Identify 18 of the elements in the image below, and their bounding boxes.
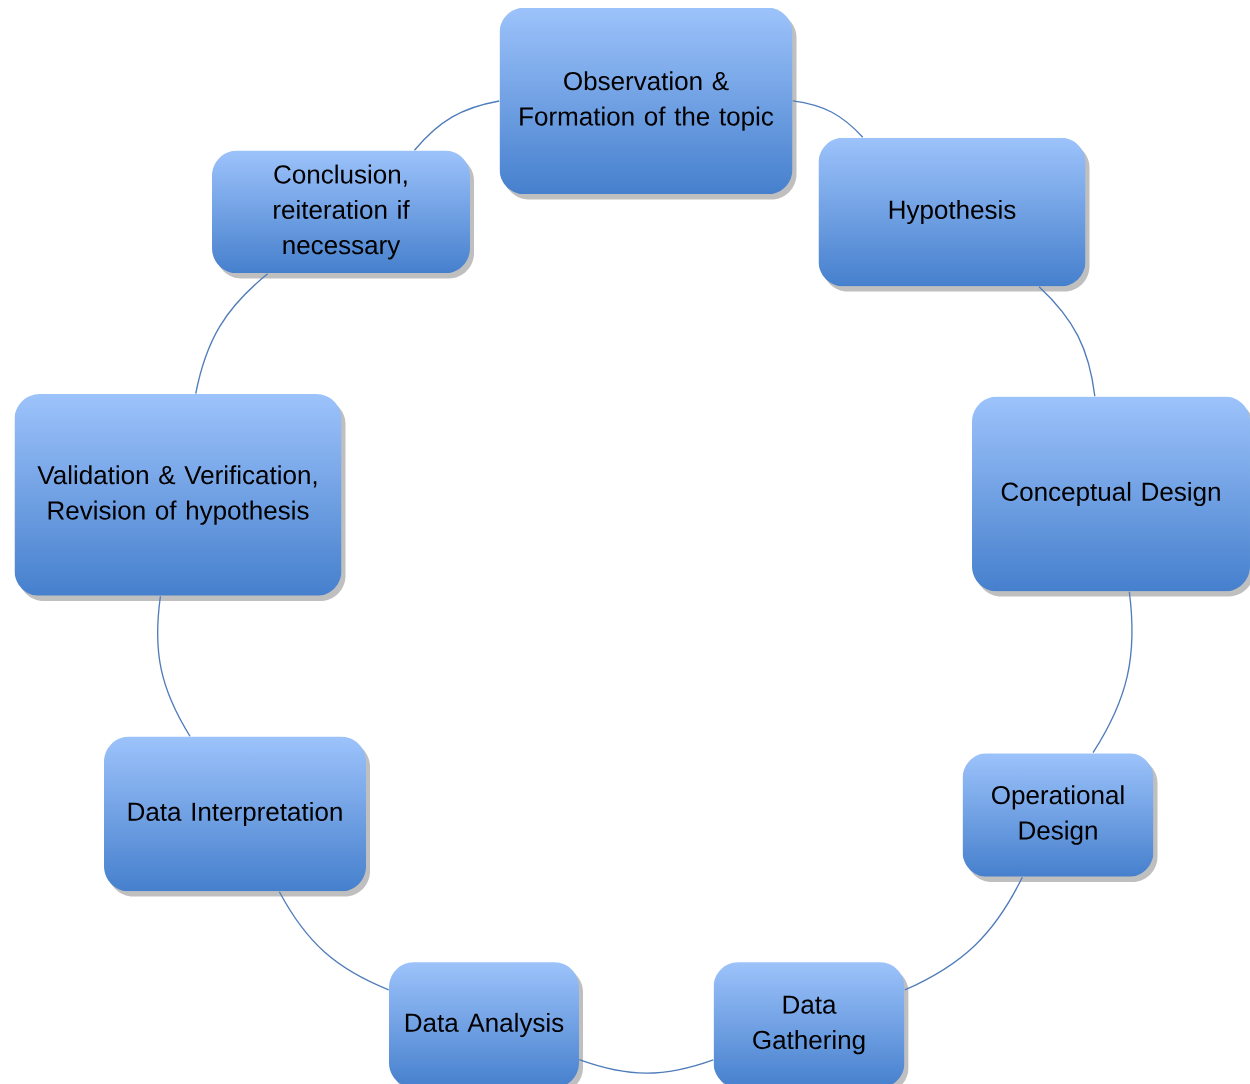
process-box: Data Interpretation (104, 736, 370, 897)
process-box: Hypothesis (818, 137, 1090, 292)
connector-arc (904, 876, 1023, 991)
process-box: Data Analysis (389, 962, 583, 1084)
process-box: Conclusion, reiteration if necessary (212, 150, 474, 279)
connector-arc (1092, 591, 1133, 754)
process-box: Operational Design (962, 753, 1158, 882)
process-box: Validation & Verification, Revision of hypothesis (14, 394, 346, 601)
process-box: Conceptual Design (972, 396, 1250, 597)
connector-arc (1038, 286, 1096, 397)
connector-arc (156, 595, 191, 737)
connector-arc (413, 100, 500, 151)
process-box: Observation & Formation of the topic (499, 8, 797, 200)
connector-arc (278, 891, 390, 991)
connector-arc (195, 273, 269, 395)
process-box: Data Gathering (713, 962, 909, 1084)
connector-arc (792, 100, 864, 138)
connector-arc (578, 1059, 714, 1074)
